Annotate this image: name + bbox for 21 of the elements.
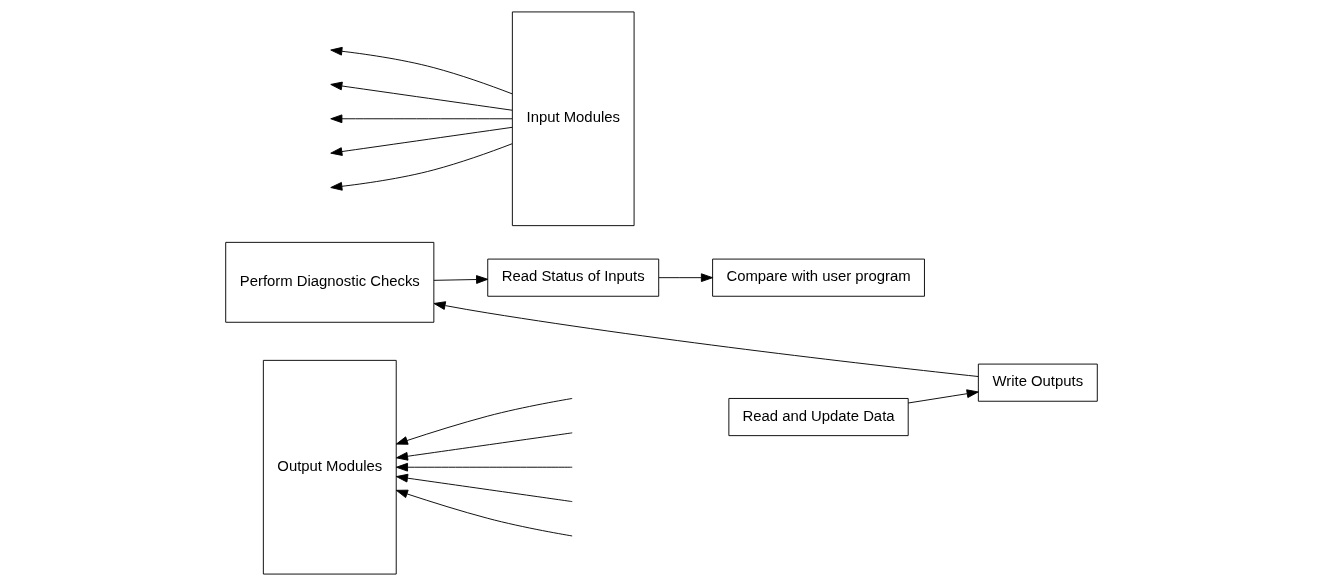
- arrow: [395, 473, 573, 503]
- arrow: [330, 81, 513, 111]
- node-box: Write Outputs: [977, 363, 1098, 402]
- arrow: [330, 143, 513, 191]
- arrow: [330, 46, 513, 95]
- arrow: [395, 432, 573, 461]
- node-box: Input Modules: [511, 11, 635, 227]
- node-box: Perform Diagnostic Checks: [225, 241, 435, 323]
- arrow: [395, 462, 573, 472]
- arrow: [395, 489, 573, 537]
- arrow: [433, 275, 489, 284]
- node-box: Output Modules: [262, 359, 397, 575]
- arrow: [658, 273, 713, 283]
- arrow: [433, 301, 979, 377]
- arrow: [330, 126, 513, 156]
- arrow: [907, 389, 979, 404]
- node-box: Compare with user program: [712, 258, 925, 297]
- node-box: Read and Update Data: [728, 398, 909, 437]
- arrow: [330, 114, 513, 124]
- arrow: [395, 398, 573, 445]
- node-box: Read Status of Inputs: [487, 258, 660, 297]
